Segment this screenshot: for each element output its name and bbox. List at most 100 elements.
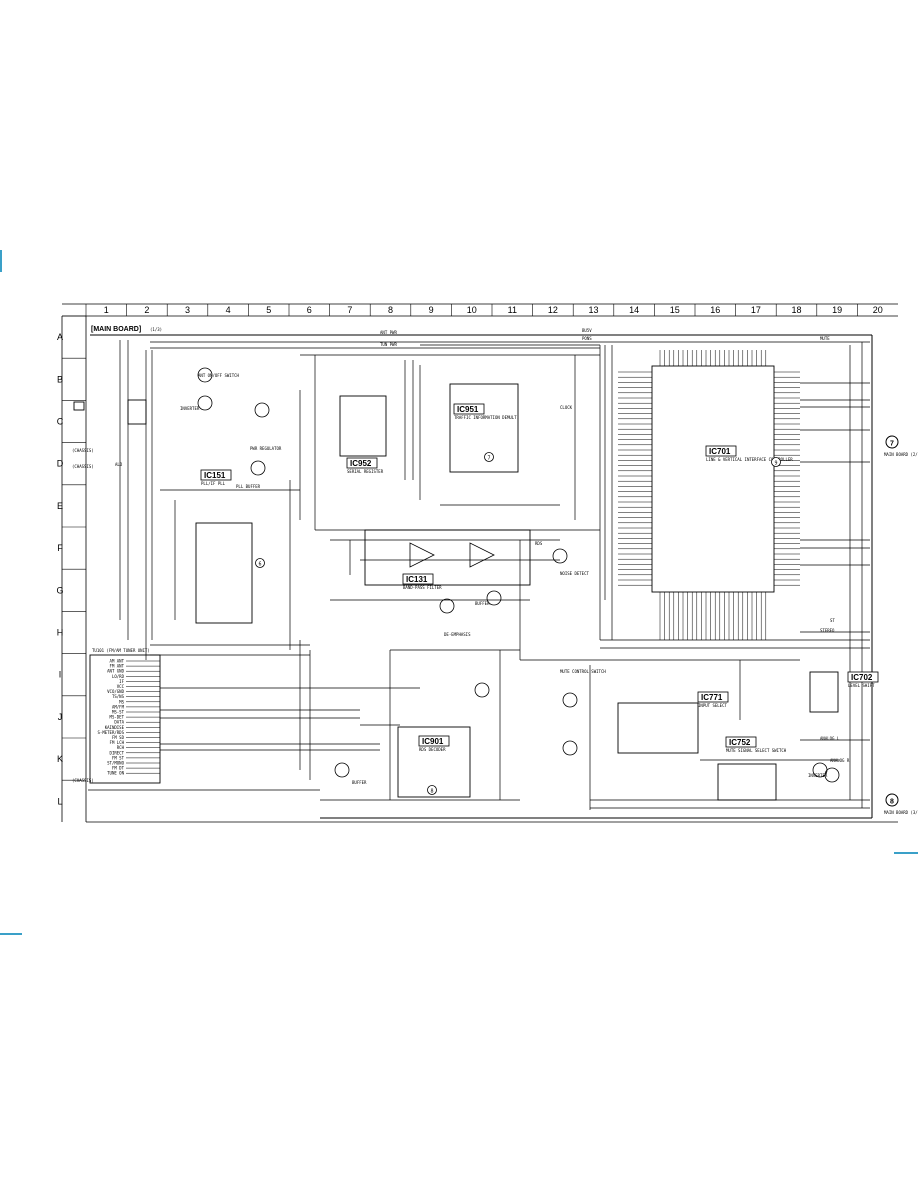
ic-desc-text: LEVEL SHIFT xyxy=(848,683,875,688)
tuner-pin-label: TUNE ON xyxy=(107,771,124,776)
ant-jack xyxy=(73,401,85,411)
ic-desc-text: MUTE SIGNAL SELECT SWITCH xyxy=(726,748,787,753)
net-st: ST xyxy=(830,618,835,623)
ic951-body xyxy=(449,383,519,473)
ic-desc-text: RDS DECODER xyxy=(419,747,446,752)
net-rds: RDS xyxy=(535,541,543,546)
label-ant-switch: ANT ON/OFF SWITCH xyxy=(198,373,240,378)
ic-bodies xyxy=(73,365,839,801)
tuner-pin-label: FM ST xyxy=(112,755,125,760)
net-ald: ALD xyxy=(115,462,123,467)
transistor-symbol xyxy=(197,367,213,383)
marker-circle xyxy=(255,558,265,568)
ic-desc-text: BAND-PASS FILTER xyxy=(403,585,442,590)
net-bu5v: BU5V xyxy=(582,328,592,333)
ic702-body xyxy=(809,671,839,713)
connector-num: 8 xyxy=(890,799,894,806)
column-label: 12 xyxy=(548,305,558,315)
board-page-ref: (1/3) xyxy=(150,327,162,332)
transistor-symbol xyxy=(439,598,455,614)
connector-num: 7 xyxy=(890,441,894,448)
ic-label-text: IC951 xyxy=(457,405,479,414)
ic-label-text: IC701 xyxy=(709,447,731,456)
ic-label-text: IC952 xyxy=(350,459,372,468)
net-pons: PONS xyxy=(582,336,592,341)
crop-mark-right xyxy=(894,852,918,854)
ic-label-box xyxy=(346,457,378,469)
row-label: L xyxy=(57,796,62,806)
net-stereo: STEREO xyxy=(820,628,835,633)
label-buffer: BUFFER xyxy=(475,601,490,606)
transistor-symbol xyxy=(250,460,266,476)
marker-circle xyxy=(427,785,437,795)
row-label: H xyxy=(57,628,64,638)
transistor-symbol xyxy=(197,395,213,411)
connector-label: MAIN BOARD (2/3) xyxy=(884,452,918,457)
connector-circle xyxy=(885,793,899,807)
column-label: 9 xyxy=(429,305,434,315)
net-analog-l: ANALOG L xyxy=(820,736,840,741)
ic-desc-text: INPUT SELECT xyxy=(698,703,727,708)
connector-circle xyxy=(885,435,899,449)
column-label: 5 xyxy=(266,305,271,315)
ic131-box xyxy=(364,529,531,586)
row-label: J xyxy=(58,712,63,722)
tuner-title: TU101 (FM/AM TUNER UNIT) xyxy=(92,648,150,653)
column-label: 1 xyxy=(104,305,109,315)
transistor-symbol xyxy=(562,740,578,756)
column-label: 18 xyxy=(791,305,801,315)
crop-mark-left xyxy=(0,250,2,272)
circle-marker: 7 xyxy=(484,452,494,462)
ic-label-box xyxy=(705,445,737,457)
row-label: D xyxy=(57,459,64,469)
tuner-pin-label: LO/RD xyxy=(112,674,125,679)
tuner-box xyxy=(89,654,161,784)
label-inverter: INVERTER xyxy=(180,406,200,411)
tuner-pin-label: FM ANT xyxy=(110,664,125,669)
osc-box xyxy=(127,399,147,425)
ic901-body xyxy=(397,726,471,798)
transistor-symbol xyxy=(334,762,350,778)
board-title: [MAIN BOARD] xyxy=(91,326,141,333)
board-frame xyxy=(90,334,873,819)
column-label: 7 xyxy=(347,305,352,315)
circle-marker: 9 xyxy=(771,457,781,467)
ic-label-box xyxy=(847,671,879,683)
ic-label-box xyxy=(200,469,232,481)
ic-label-box xyxy=(402,573,434,585)
ic-label-text: IC151 xyxy=(204,471,226,480)
label-q751: INVERTER xyxy=(808,773,828,778)
marker-circle xyxy=(771,457,781,467)
row-label: A xyxy=(57,332,63,342)
label-detect: NOISE DETECT xyxy=(560,571,589,576)
ic771-body xyxy=(617,702,699,754)
ic-label-text: IC771 xyxy=(701,693,723,702)
transistor-symbol xyxy=(812,762,828,778)
ic701-right-pins xyxy=(774,371,800,586)
transistor-symbol xyxy=(562,692,578,708)
wiring xyxy=(88,340,870,810)
row-label: C xyxy=(57,417,64,427)
column-label: 14 xyxy=(629,305,639,315)
net-ant-pwr: ANT PWR xyxy=(380,330,397,335)
ic-label-text: IC131 xyxy=(406,575,428,584)
net-left-2: (CHASSIS) xyxy=(72,464,94,469)
tuner-pin-label: FM DT xyxy=(112,766,125,771)
ic-desc-text: PLL/IF PLL xyxy=(201,481,226,486)
column-label: 2 xyxy=(144,305,149,315)
net-left-1: (CHASSIS) xyxy=(72,448,94,453)
ic701-left-pins xyxy=(618,371,652,586)
column-label: 10 xyxy=(467,305,477,315)
row-label: E xyxy=(57,501,63,511)
column-label: 16 xyxy=(710,305,720,315)
tuner-pin-label: ST/MONO xyxy=(107,761,124,766)
column-label: 20 xyxy=(873,305,883,315)
label-regulator: PWR REGULATOR xyxy=(250,446,282,451)
